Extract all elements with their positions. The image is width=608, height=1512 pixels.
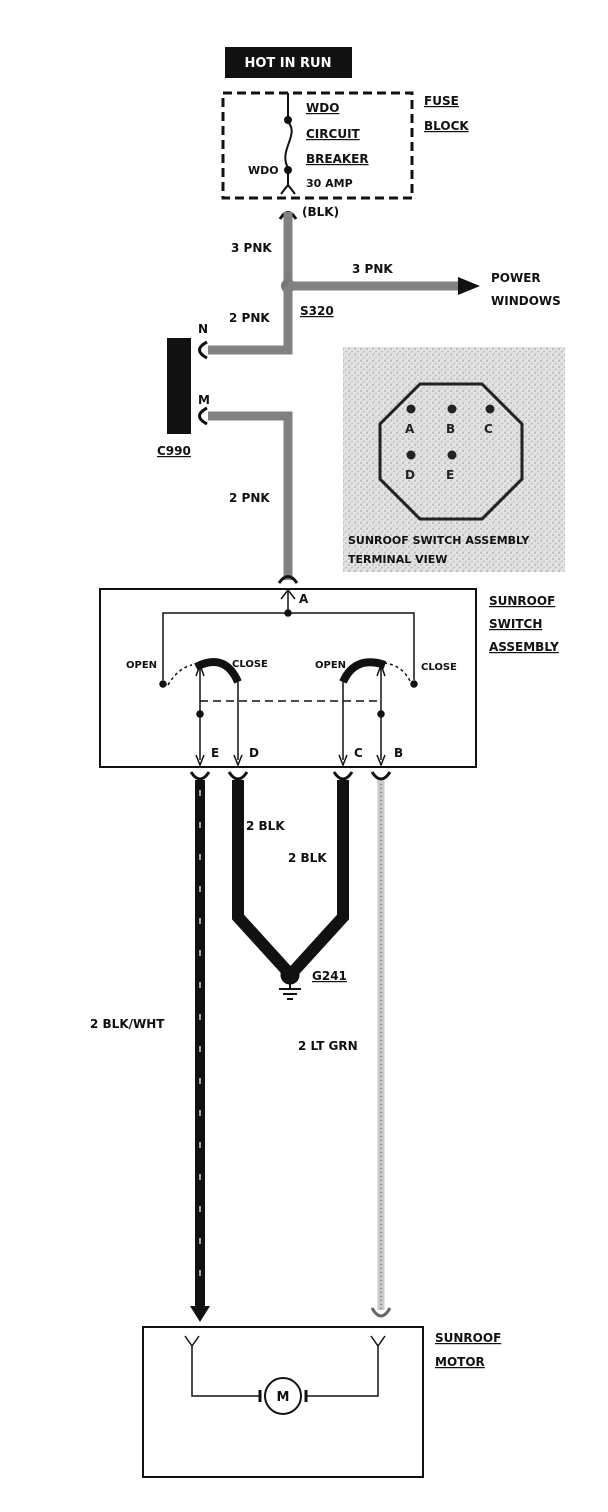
motor-symbol-label: M	[277, 1390, 290, 1405]
switch-contact-open-right	[339, 658, 387, 684]
switch-output-connectors	[189, 771, 392, 781]
wire-label-to-switch: 2 PNK	[229, 491, 270, 505]
connector-pin-m-symbol	[198, 406, 208, 426]
motor-title-line2: MOTOR	[435, 1355, 485, 1369]
breaker-terminal-label: WDO	[248, 164, 279, 177]
power-windows-arrow	[458, 277, 480, 295]
ground-g241-label: G241	[312, 969, 347, 983]
terminal-view-caption-line1: SUNROOF SWITCH ASSEMBLY	[348, 534, 530, 547]
hot-in-run-text: HOT IN RUN	[244, 56, 331, 71]
switch-terminal-a: A	[299, 592, 309, 606]
splice-s320-label: S320	[300, 304, 334, 318]
wire-2blkwht-arrow	[190, 1306, 210, 1322]
terminal-pin-b-label: B	[446, 422, 455, 436]
wire-2blk-ground-right	[288, 780, 349, 977]
wire-label-ground-right: 2 BLK	[288, 851, 327, 865]
switch-assembly-title-line1: SUNROOF	[489, 594, 555, 608]
terminal-view-pins	[406, 404, 495, 460]
switch-contact-close-left	[194, 658, 242, 684]
power-windows-line1: POWER	[491, 271, 541, 285]
switch-internal-wiring	[159, 588, 418, 768]
switch-assembly-title-line3: ASSEMBLY	[489, 640, 559, 654]
wire-2blk-ground-left	[232, 780, 293, 977]
wire-label-to-connector: 2 PNK	[229, 311, 270, 325]
connector-pin-n-label: N	[198, 322, 208, 336]
wire-2pnk-to-connector	[208, 286, 293, 355]
wire-label-ground-left: 2 BLK	[246, 819, 285, 833]
switch-terminal-c: C	[354, 746, 363, 760]
terminal-pin-a-label: A	[405, 422, 415, 436]
connector-pin-m-label: M	[198, 393, 210, 407]
switch-open-left-label: OPEN	[126, 660, 157, 671]
hot-in-run-banner	[225, 47, 352, 78]
power-windows-line2: WINDOWS	[491, 294, 561, 308]
terminal-view-caption-line2: TERMINAL VIEW	[348, 553, 447, 566]
wire-2pnk-to-switch	[208, 411, 293, 580]
wire-label-motor-right: 2 LT GRN	[298, 1039, 358, 1053]
switch-terminal-d: D	[249, 746, 259, 760]
terminal-pin-e-label: E	[446, 468, 454, 482]
motor-box-outline	[142, 1326, 424, 1478]
switch-assembly-title-line2: SWITCH	[489, 617, 542, 631]
terminal-pin-d-label: D	[405, 468, 415, 482]
connector-c990-label: C990	[157, 444, 191, 458]
switch-close-right-label: CLOSE	[421, 662, 457, 673]
switch-terminal-b: B	[394, 746, 403, 760]
breaker-name-line2: CIRCUIT	[306, 127, 361, 141]
breaker-name-line3: BREAKER	[306, 152, 369, 166]
wire-label-branch: 3 PNK	[352, 262, 393, 276]
ground-g241-symbol	[279, 965, 301, 1000]
breaker-name-line1: WDO	[306, 101, 339, 115]
switch-open-right-label: OPEN	[315, 660, 346, 671]
breaker-rating: 30 AMP	[306, 177, 353, 190]
terminal-view-outline	[378, 382, 524, 521]
switch-close-left-label: CLOSE	[232, 659, 268, 670]
terminal-pin-c-label: C	[484, 422, 493, 436]
motor-title-line1: SUNROOF	[435, 1331, 501, 1345]
switch-input-connector-symbol	[277, 575, 299, 584]
switch-terminal-e: E	[211, 746, 219, 760]
fuse-output-color: (BLK)	[302, 205, 339, 219]
connector-pin-n-symbol	[198, 340, 208, 360]
connector-c990-body	[167, 338, 191, 434]
fuse-block-title-line1: FUSE	[424, 94, 459, 108]
motor-internal-wiring	[184, 1335, 386, 1415]
wire-label-motor-left: 2 BLK/WHT	[90, 1017, 165, 1031]
circuit-breaker-symbol	[280, 93, 296, 195]
fuse-block-title-line2: BLOCK	[424, 119, 469, 133]
wire-label-feed: 3 PNK	[231, 241, 272, 255]
wire-2ltgrn-arrow	[370, 1307, 392, 1318]
fuse-block-outline	[221, 91, 414, 200]
